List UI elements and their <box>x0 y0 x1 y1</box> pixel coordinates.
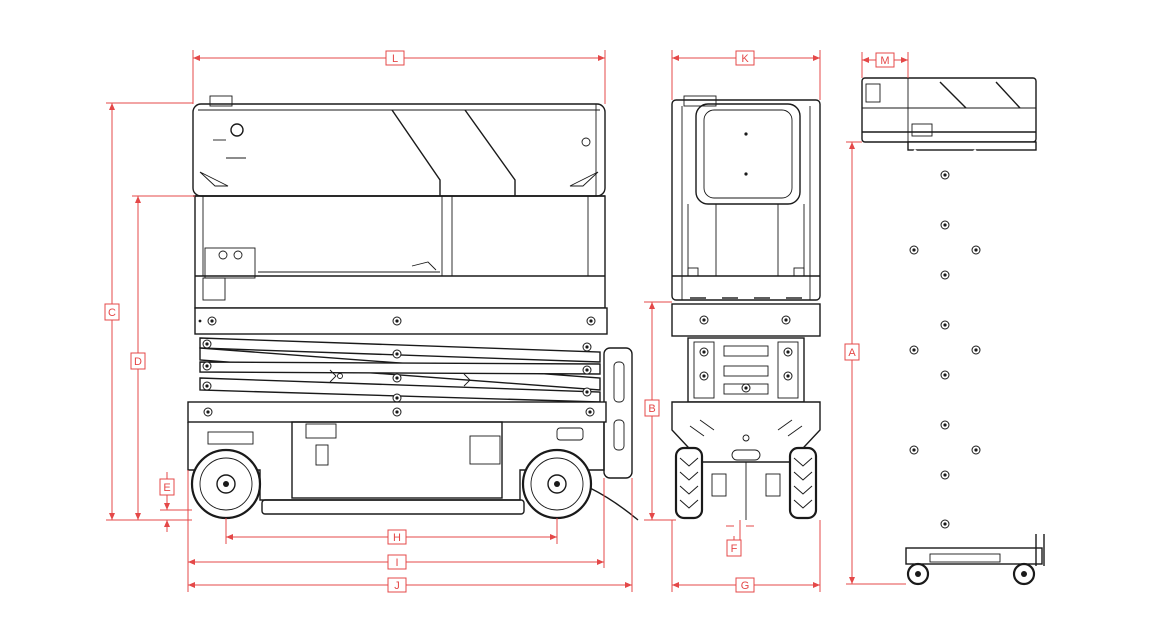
svg-text:K: K <box>741 53 749 65</box>
dimension-label-m: M <box>875 52 895 68</box>
front-guardrail <box>671 95 821 301</box>
svg-text:C: C <box>108 307 116 319</box>
dimension-label-i: I <box>387 554 407 570</box>
front-platform <box>671 303 821 337</box>
svg-text:I: I <box>395 557 398 569</box>
dimension-label-g: G <box>735 577 755 593</box>
dimension-label-f: F <box>726 539 742 557</box>
svg-text:F: F <box>731 543 738 555</box>
front-right-tire <box>788 446 818 520</box>
side-rear-wheel <box>190 448 262 520</box>
dimension-label-l: L <box>385 50 405 66</box>
svg-text:E: E <box>163 482 170 494</box>
side-platform <box>193 195 608 335</box>
dimension-label-j: J <box>387 577 407 593</box>
front-view <box>671 95 821 520</box>
side-guardrail <box>192 95 606 197</box>
extended-platform <box>861 77 1037 151</box>
svg-text:J: J <box>394 580 400 592</box>
svg-text:D: D <box>134 356 142 368</box>
side-front-wheel <box>521 448 593 520</box>
svg-text:H: H <box>393 532 401 544</box>
dimension-label-d: D <box>130 352 146 370</box>
dimension-label-k: K <box>735 50 755 66</box>
svg-text:M: M <box>880 55 889 67</box>
svg-text:A: A <box>848 347 856 359</box>
extended-scissor-arms <box>909 148 981 550</box>
dimension-label-e: E <box>159 478 175 496</box>
extended-chassis <box>905 534 1045 586</box>
side-view <box>187 95 639 521</box>
dimension-label-a: A <box>844 343 860 361</box>
svg-text:L: L <box>392 53 398 65</box>
front-scissor-stack <box>687 337 805 403</box>
dimension-label-c: C <box>104 303 120 321</box>
extended-view <box>861 77 1045 586</box>
side-chassis <box>187 401 639 521</box>
svg-text:G: G <box>741 580 750 592</box>
dimension-label-h: H <box>387 529 407 545</box>
svg-text:B: B <box>648 403 655 415</box>
side-scissor-arms <box>199 337 633 479</box>
dimension-label-b: B <box>644 399 660 417</box>
front-left-tire <box>674 446 704 520</box>
